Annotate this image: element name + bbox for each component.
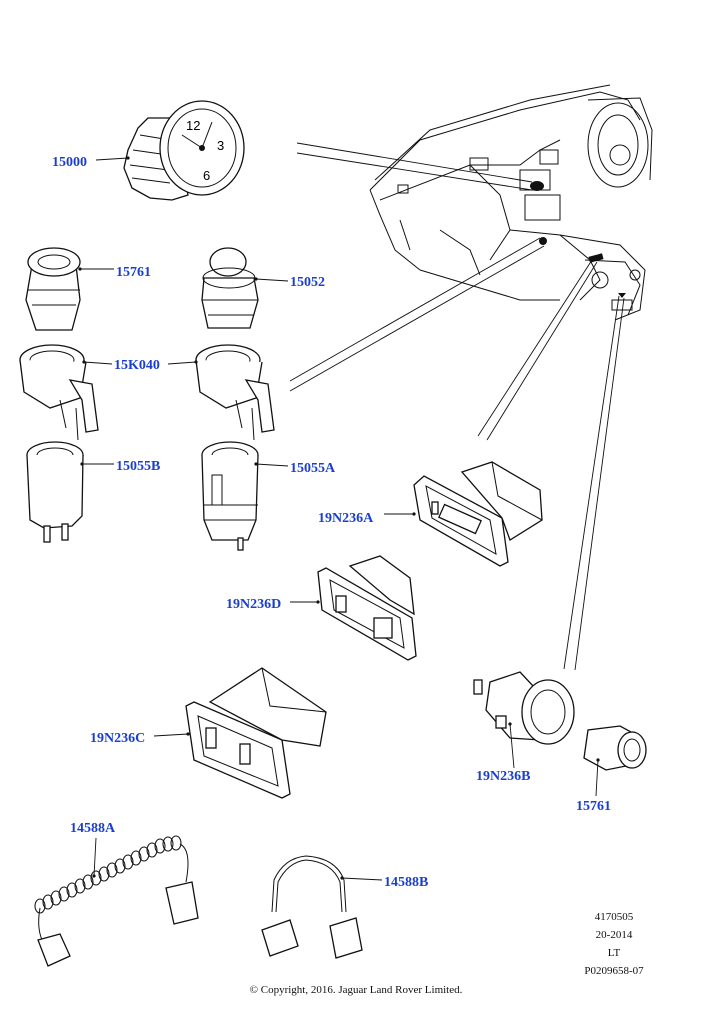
clock-twelve-numeral: 12 — [186, 118, 200, 133]
label-15000: 15000 — [52, 155, 87, 170]
usb-module-a-part — [384, 461, 543, 567]
label-14588b: 14588B — [384, 875, 428, 890]
label-15k040: 15K040 — [114, 358, 160, 373]
label-15055a: 15055A — [290, 461, 336, 476]
dashboard-illustration — [369, 84, 653, 321]
dashboard-leader-lines — [289, 142, 625, 671]
reference-line-3: LT — [608, 947, 621, 959]
label-19n236c: 19N236C — [90, 731, 145, 746]
lighter-part — [201, 247, 289, 329]
power-socket-b-part — [473, 671, 575, 769]
clock-three-numeral: 3 — [217, 138, 224, 153]
reference-line-1: 4170505 — [595, 911, 634, 923]
label-15761-bottom: 15761 — [576, 799, 611, 814]
label-15055b: 15055B — [116, 459, 160, 474]
usb-module-c-part — [153, 667, 327, 799]
coiled-cable-part — [34, 835, 199, 967]
reference-line-2: 20-2014 — [596, 929, 633, 941]
reference-line-4: P0209658-07 — [584, 965, 644, 977]
label-15052: 15052 — [290, 275, 325, 290]
socket-15055b-part — [26, 441, 114, 543]
clock-part: 12 3 6 — [95, 100, 245, 201]
clock-six-numeral: 6 — [203, 168, 210, 183]
label-19n236b: 19N236B — [476, 769, 530, 784]
cable-b-part — [261, 855, 383, 959]
label-19n236a: 19N236A — [318, 511, 374, 526]
reference-block: 4170505 20-2014 LT P0209658-07 — [584, 911, 644, 977]
cigar-plug-bottom-part — [583, 725, 647, 797]
label-14588a: 14588A — [70, 821, 116, 836]
usb-module-d-part — [290, 555, 417, 661]
label-15761-top: 15761 — [116, 265, 151, 280]
copyright-notice: © Copyright, 2016. Jaguar Land Rover Lim… — [250, 984, 463, 996]
cigar-plug-top-part — [25, 247, 114, 331]
socket-15055a-part — [201, 441, 289, 551]
socket-housing-left-part — [19, 344, 99, 441]
socket-housing-right-part — [195, 344, 275, 441]
label-19n236d: 19N236D — [226, 597, 281, 612]
